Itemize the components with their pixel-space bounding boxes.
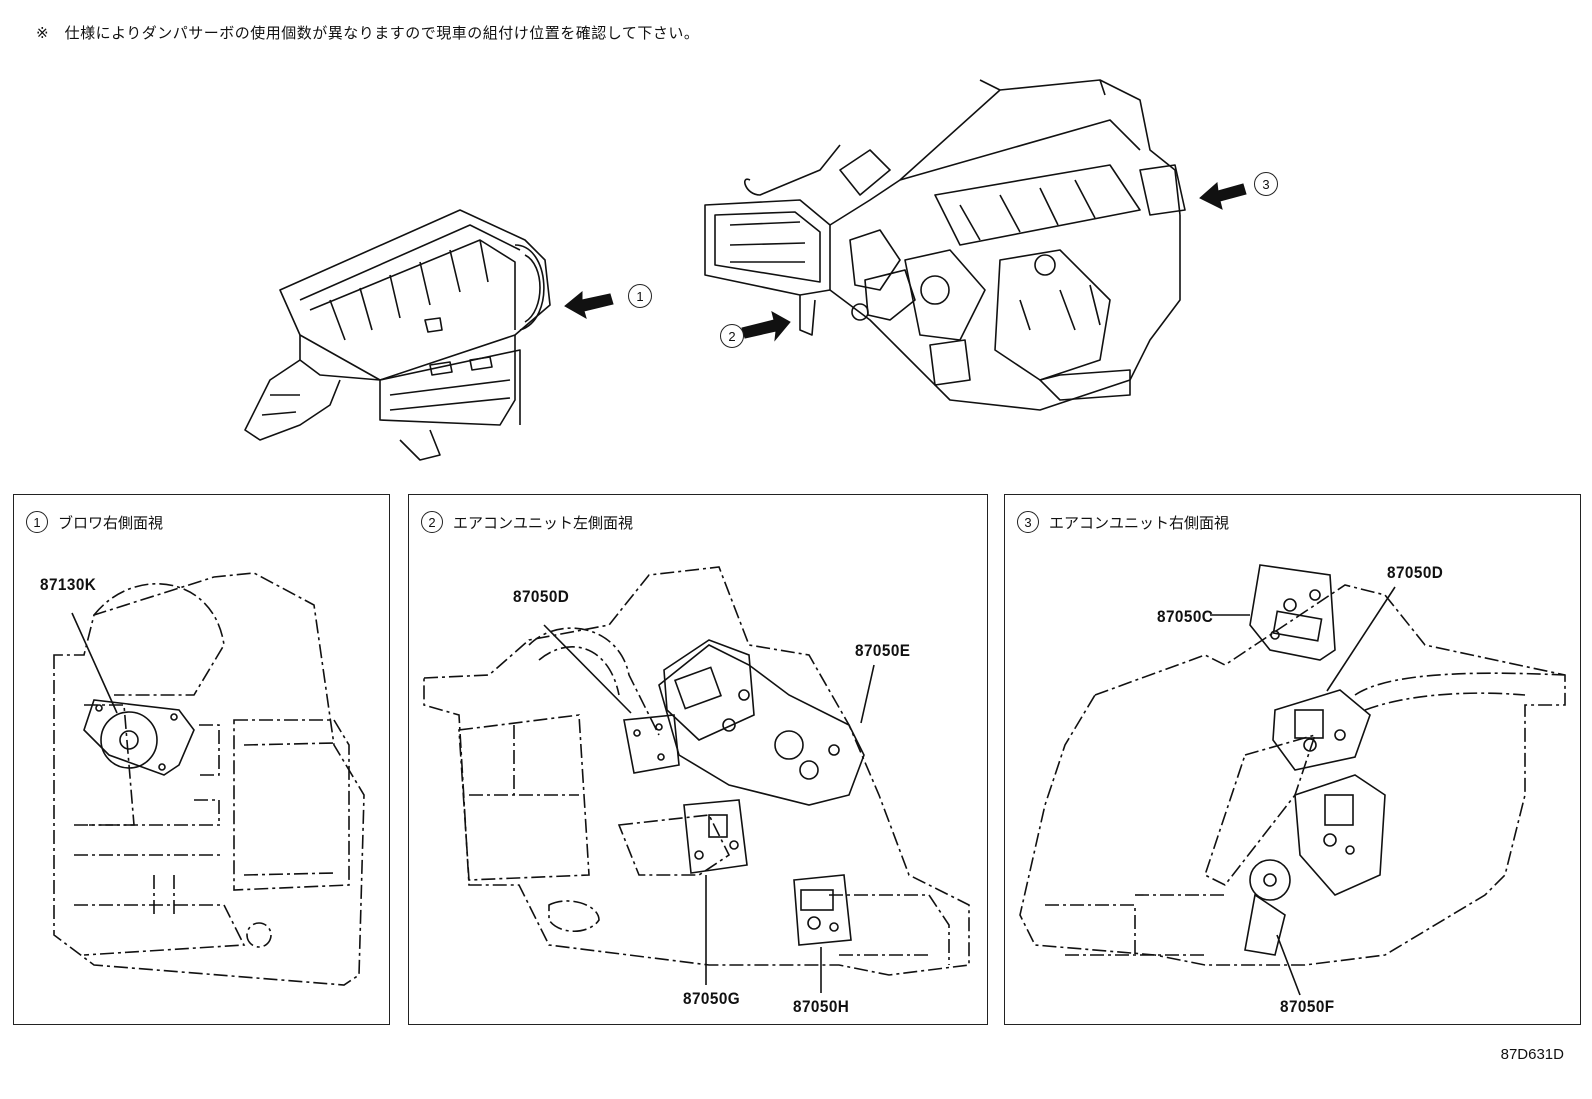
blower-side-drawing xyxy=(53,572,365,986)
hvac-assembly-illustration xyxy=(244,79,1247,461)
ac-left-side-drawing xyxy=(423,566,970,993)
panel-3-title: エアコンユニット右側面視 xyxy=(1049,513,1230,532)
panel-1-title: ブロワ右側面視 xyxy=(58,513,164,532)
blower-unit-drawing xyxy=(244,209,551,461)
part-label-87130K: 87130K xyxy=(40,575,97,594)
ac-right-side-drawing xyxy=(1019,564,1566,996)
panel-2-title: エアコンユニット左側面視 xyxy=(453,513,634,532)
part-label-87050F: 87050F xyxy=(1280,997,1335,1016)
part-label-87050D-right: 87050D xyxy=(1387,563,1444,582)
arrow-to-ac-left-icon xyxy=(741,311,791,342)
part-label-87050H: 87050H xyxy=(793,997,850,1016)
part-label-87050D-left: 87050D xyxy=(513,587,570,606)
arrow-to-blower-right-icon xyxy=(564,290,614,320)
panel-1-number: 1 xyxy=(26,511,48,533)
callout-2: 2 xyxy=(720,324,744,348)
callout-3: 3 xyxy=(1254,172,1278,196)
part-label-87050C: 87050C xyxy=(1157,607,1214,626)
callout-1: 1 xyxy=(628,284,652,308)
panel-blower-right-view: 1 ブロワ右側面視 87130K xyxy=(13,494,390,1025)
panel-2-heading: 2 エアコンユニット左側面視 xyxy=(421,511,633,533)
instruction-note: ※ 仕様によりダンパサーボの使用個数が異なりますので現車の組付け位置を確認して下… xyxy=(36,24,700,42)
part-label-87050E: 87050E xyxy=(855,641,911,660)
arrow-to-ac-right-icon xyxy=(1199,181,1247,210)
panel-ac-unit-right-view: 3 エアコンユニット右側面視 87050C 87050D 87050F xyxy=(1004,494,1581,1025)
panel-ac-unit-left-view: 2 エアコンユニット左側面視 87050D 87050E 87050G 8705… xyxy=(408,494,988,1025)
part-label-87050G: 87050G xyxy=(683,989,741,1008)
panel-2-number: 2 xyxy=(421,511,443,533)
ac-unit-drawing xyxy=(704,79,1186,411)
panel-3-heading: 3 エアコンユニット右側面視 xyxy=(1017,511,1229,533)
panel-1-heading: 1 ブロワ右側面視 xyxy=(26,511,163,533)
panel-3-number: 3 xyxy=(1017,511,1039,533)
figure-id: 87D631D xyxy=(1500,1046,1564,1063)
